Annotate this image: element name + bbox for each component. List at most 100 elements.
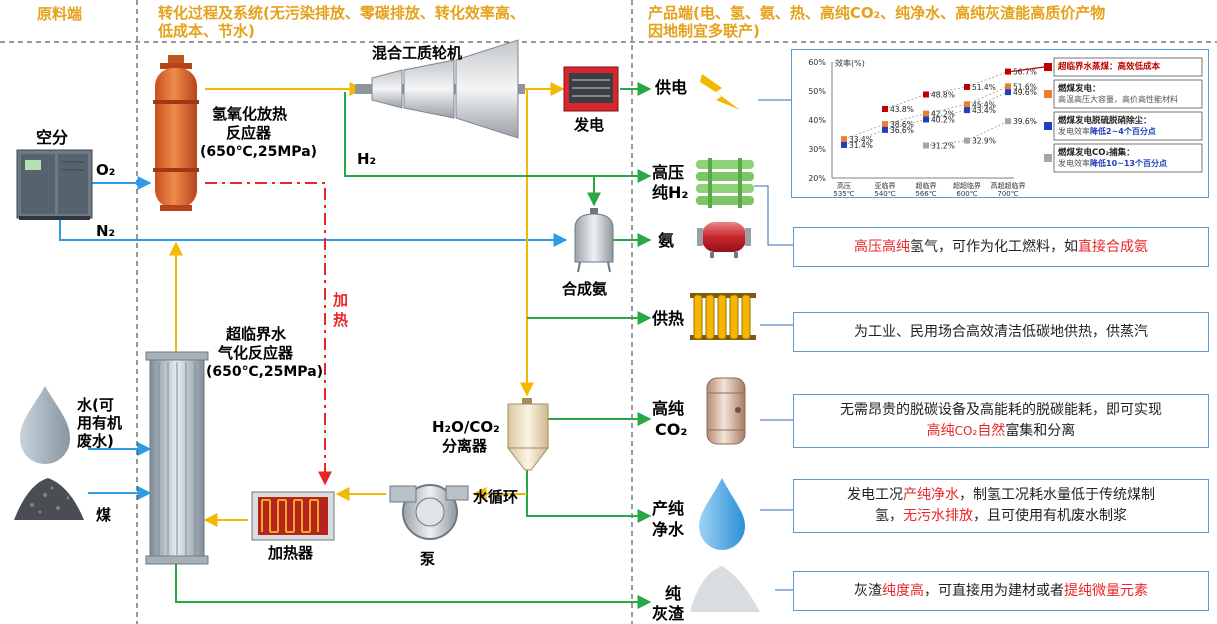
separator-label-line1: H₂O/CO₂ [432, 418, 500, 436]
product-water-line2: 净水 [652, 520, 685, 539]
desc-water-c: ，制氢工况耗水量低于传统煤制 [959, 487, 1155, 503]
data-label: 38.6% [890, 120, 914, 129]
product-co2-line1: 高纯 [652, 399, 685, 418]
y-axis-label: 效率(%) [835, 58, 865, 68]
ammonia-synthesis-icon [574, 208, 614, 273]
legend-box [1053, 57, 1203, 77]
heat-add-label: 加热 [333, 291, 349, 329]
reactor-label-line1: 氢氧化放热 [212, 105, 288, 123]
efficiency-chart: 60%50%40%30%20%效率(%)高压535℃亚临界540℃超临界566℃… [808, 57, 1203, 206]
water-drop-icon [20, 386, 70, 464]
data-label: 43.8% [890, 105, 914, 114]
x-tick-label: 亚临界 [875, 181, 896, 190]
desc-heat: 为工业、民用场合高效清洁低碳地供热，供蒸汽 [793, 312, 1209, 352]
series-line [884, 71, 1009, 110]
h2-cylinders-icon [696, 158, 754, 208]
legend-box [1053, 143, 1203, 173]
x-tick-label: 566℃ [915, 190, 936, 197]
h2-line [344, 92, 652, 183]
legend-marker [1044, 63, 1052, 71]
ammonia-syn-label: 合成氨 [562, 280, 608, 298]
desc-h2-c: 直接合成氨 [1078, 238, 1148, 255]
data-point [882, 105, 888, 112]
scw-condition: (650℃,25MPa) [206, 364, 324, 380]
header-product-line2: 因地制宜多联产) [648, 22, 760, 40]
heater-label: 加热器 [268, 544, 314, 562]
desc-water-e: 无污水排放 [903, 508, 973, 524]
desc-co2: 无需昂贵的脱碳设备及高能耗的脱碳能耗，即可实现 高纯CO₂自然富集和分离 [793, 394, 1209, 448]
separator-label-line2: 分离器 [442, 437, 488, 455]
legend-box [1053, 79, 1203, 109]
data-point [964, 107, 970, 114]
data-label: 31.2% [931, 142, 955, 151]
oxidation-reactor-icon [153, 55, 199, 211]
connector-h2 [754, 185, 793, 246]
data-label: 45.4% [972, 100, 996, 109]
data-label: 49.6% [1013, 88, 1037, 97]
reactor-condition: (650℃,25MPa) [200, 144, 318, 160]
pure-water-drop-icon [699, 478, 745, 550]
turbine-label: 混合工质轮机 [372, 44, 463, 62]
desc-water-f: ，且可使用有机废水制浆 [973, 508, 1127, 524]
x-tick-label: 535℃ [833, 190, 854, 197]
legend-title: 燃煤发电脱硫脱硝除尘： [1058, 115, 1152, 126]
y-tick-label: 30% [808, 145, 826, 154]
data-point [841, 141, 847, 148]
water-label-line2: 用有机 [77, 414, 123, 432]
data-label: 56.7% [1013, 68, 1037, 77]
desc-co2-b: CO₂ [954, 424, 978, 438]
radiator-icon [690, 293, 756, 340]
lightning-icon [700, 74, 740, 110]
pump-label: 泵 [420, 550, 436, 568]
water-cycle-label: 水循环 [473, 488, 519, 506]
data-point [964, 83, 970, 90]
y-tick-label: 50% [808, 87, 826, 96]
desc-ash-a: 灰渣 [854, 582, 882, 599]
desc-ash-d: 提纯微量元素 [1064, 582, 1148, 599]
o2-label: O₂ [96, 161, 116, 179]
data-label: 51.6% [1013, 82, 1037, 91]
legend-text: 发电效率降低10~13个百分点 [1058, 158, 1167, 168]
desc-water-d: 氢， [875, 508, 903, 524]
desc-co2-c: 自然 [977, 423, 1006, 439]
chart-series: 43.8%48.8%51.4%56.7%33.4%38.6%42.2%45.4%… [841, 68, 1037, 151]
header-product-line1: 产品端(电、氢、氨、热、高纯CO₂、纯净水、高纯灰渣能高质价产物 [648, 4, 1106, 22]
turbine-exhaust [520, 88, 534, 397]
product-h2-line2: 纯H₂ [652, 183, 689, 202]
scw-reactor-icon [145, 351, 209, 565]
data-label: 36.6% [890, 126, 914, 135]
x-tick-label: 超临界 [916, 181, 937, 190]
chart-axes: 60%50%40%30%20%效率(%)高压535℃亚临界540℃超临界566℃… [808, 58, 1026, 206]
data-label: 43.4% [972, 106, 996, 115]
data-point [923, 116, 929, 123]
data-point [1005, 68, 1011, 75]
data-point [841, 136, 847, 143]
desc-h2-a: 高压高纯 [854, 238, 910, 255]
data-label: 32.9% [972, 137, 996, 146]
legend-marker [1044, 122, 1052, 130]
header-raw: 原料端 [37, 5, 83, 23]
data-point [923, 142, 929, 149]
desc-h2: 高压高纯氢气，可作为化工燃料，如直接合成氨 [793, 227, 1209, 267]
scw-label-line1: 超临界水 [226, 325, 287, 343]
data-point [923, 110, 929, 117]
ash-line [175, 562, 652, 609]
x-tick-label: 高超超临界 [991, 181, 1026, 190]
data-label: 51.4% [972, 83, 996, 92]
scw-label-line2: 气化反应器 [218, 344, 294, 362]
x-tick-label: 高压 [837, 181, 851, 190]
product-ammonia: 氨 [658, 231, 675, 250]
data-point [964, 137, 970, 144]
separator-icon [506, 398, 550, 471]
heat-transfer-line [205, 182, 332, 486]
legend-title: 燃煤发电： [1058, 83, 1101, 94]
desc-ash: 灰渣纯度高，可直接用为建材或者提纯微量元素 [793, 571, 1209, 611]
desc-water-a: 发电工况 [847, 487, 903, 503]
desc-co2-line1: 无需昂贵的脱碳设备及高能耗的脱碳能耗，即可实现 [840, 402, 1162, 418]
pure-water-line [526, 470, 652, 523]
legend-marker [1044, 90, 1052, 98]
data-label: 42.2% [931, 110, 955, 119]
data-point [882, 121, 888, 128]
header-process-line1: 转化过程及系统(无污染排放、零碳排放、转化效率高、 [158, 4, 525, 22]
